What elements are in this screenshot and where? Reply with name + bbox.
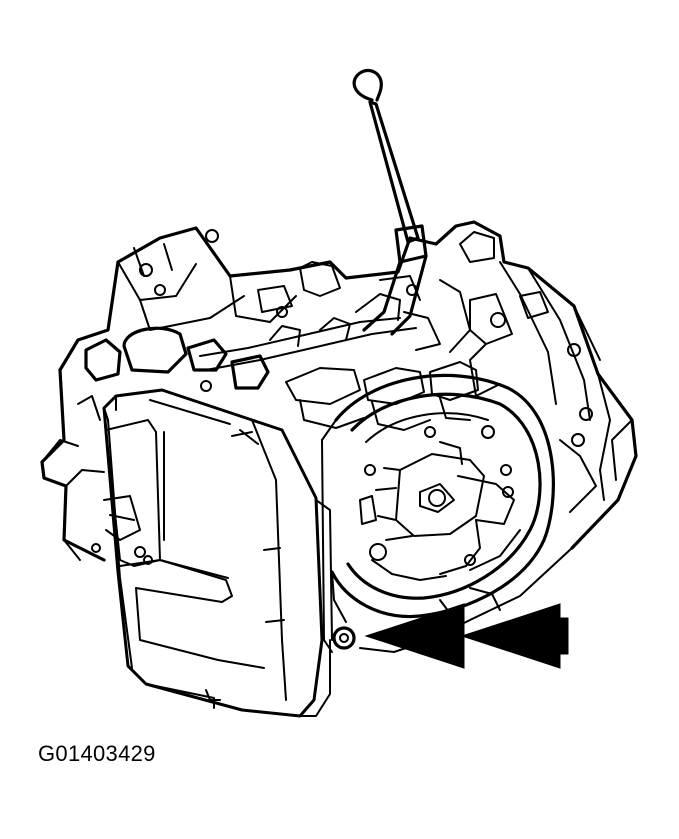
flange-bolt (332, 626, 356, 650)
bell-housing-flange (321, 373, 573, 653)
figure-id-label: G01403429 (38, 741, 156, 766)
left-mount (41, 395, 105, 561)
arrow-head-right (460, 603, 561, 669)
transaxle-case (40, 220, 638, 562)
oil-pan (102, 388, 333, 718)
callout-arrow (364, 603, 569, 669)
